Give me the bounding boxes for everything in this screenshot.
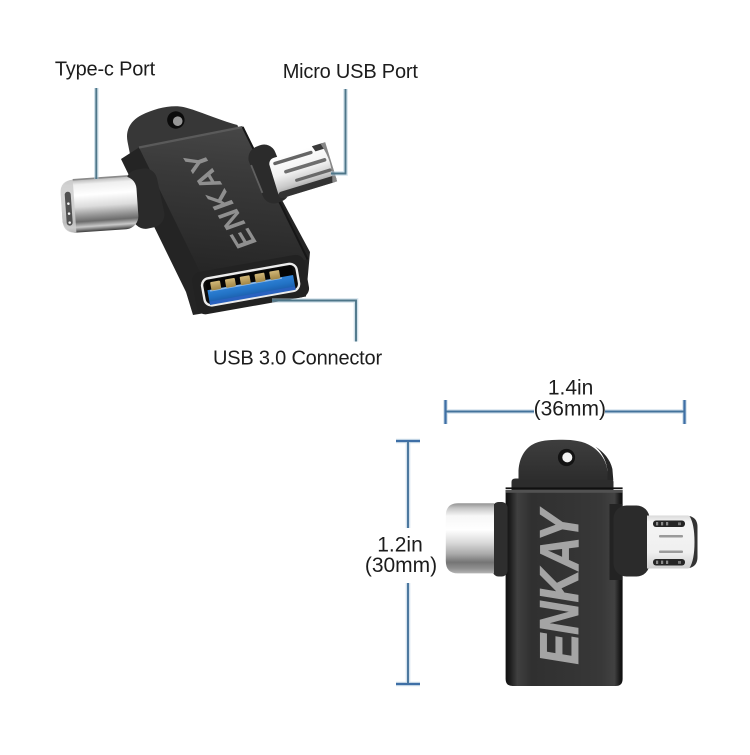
- svg-text:USB 3.0 Connector: USB 3.0 Connector: [213, 348, 382, 370]
- svg-text:1.4in: 1.4in: [548, 377, 594, 400]
- svg-text:(36mm): (36mm): [534, 398, 606, 421]
- svg-text:1.2in: 1.2in: [377, 534, 423, 557]
- svg-text:Micro USB Port: Micro USB Port: [283, 61, 419, 83]
- svg-text:(30mm): (30mm): [365, 554, 437, 577]
- svg-text:Type-c Port: Type-c Port: [55, 58, 156, 80]
- svg-text:ENKAY: ENKAY: [528, 507, 590, 665]
